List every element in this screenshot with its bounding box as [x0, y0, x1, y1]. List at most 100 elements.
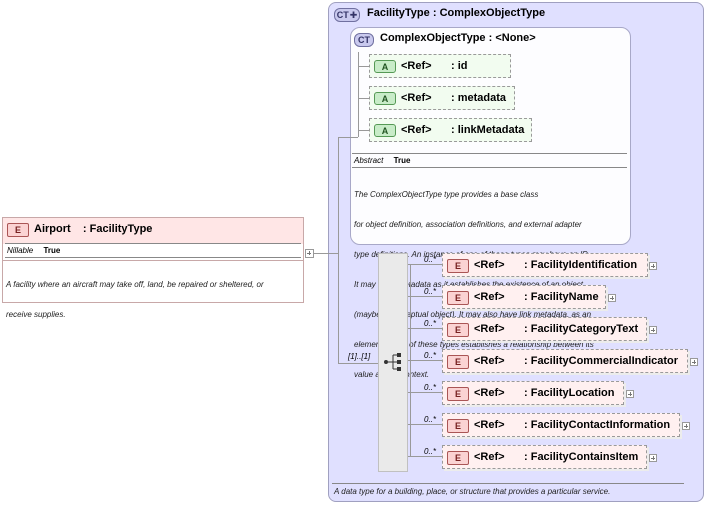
attribute-badge-icon: A [374, 124, 396, 137]
element-ref: <Ref> [474, 259, 505, 271]
attribute-connector [358, 66, 372, 67]
facility-type-name: FacilityType [367, 7, 430, 19]
connector-line [314, 253, 338, 254]
element-ref: <Ref> [474, 355, 505, 367]
element-ref: <Ref> [474, 387, 505, 399]
description-line: for object definition, association defin… [354, 220, 582, 229]
attribute-name: : linkMetadata [451, 124, 525, 136]
description-line: (maybe a conceptual object). It may also… [354, 310, 592, 319]
element-ref: <Ref> [474, 291, 505, 303]
sequence-connector [408, 424, 442, 425]
element-ref: <Ref> [474, 323, 505, 335]
element-multiplicity: 0..* [424, 287, 437, 296]
element-name: : FacilityLocation [524, 387, 615, 399]
element-badge-icon: E [447, 419, 469, 433]
element-multiplicity: 0..* [424, 415, 437, 424]
divider [332, 483, 684, 484]
element-multiplicity: 0..* [424, 447, 437, 456]
attr-badge-text: A [381, 125, 389, 136]
attribute-ref: <Ref> [401, 60, 432, 72]
attribute-link-metadata[interactable]: A <Ref> : linkMetadata [369, 118, 532, 142]
expand-toggle-icon[interactable] [649, 326, 657, 334]
expand-toggle-icon[interactable] [626, 390, 634, 398]
attribute-tree-line [358, 52, 359, 137]
element-facility-commercial-indicator[interactable]: E <Ref> : FacilityCommercialIndicator [442, 349, 688, 373]
element-name: : FacilityContainsItem [524, 451, 639, 463]
element-name: : FacilityIdentification [524, 259, 638, 271]
airport-description: A facility where an aircraft may take of… [6, 260, 264, 330]
airport-badge-text: E [14, 225, 21, 235]
expand-toggle-icon[interactable] [608, 294, 616, 302]
sequence-multiplicity: [1]..[1] [348, 352, 371, 361]
element-ref: <Ref> [474, 451, 505, 463]
attribute-name: : metadata [451, 92, 507, 104]
attribute-connector [358, 130, 372, 131]
abstract-label: Abstract [354, 156, 384, 165]
element-facility-location[interactable]: E <Ref> : FacilityLocation [442, 381, 624, 405]
attribute-ref: <Ref> [401, 92, 432, 104]
element-badge-icon: E [447, 451, 469, 465]
el-badge-text: E [454, 421, 461, 431]
element-badge-icon: E [447, 291, 469, 305]
nillable-value: True [43, 246, 61, 255]
connector-line [338, 137, 339, 363]
element-badge-icon: E [447, 259, 469, 273]
description-line: receive supplies. [6, 310, 66, 319]
el-badge-text: E [454, 389, 461, 399]
airport-sep: : [82, 223, 87, 235]
attribute-name: : id [451, 60, 468, 72]
ct-badge-text: CT [336, 10, 349, 20]
sequence-connector [408, 264, 442, 265]
expand-toggle-icon[interactable] [649, 262, 657, 270]
element-facility-category-text[interactable]: E <Ref> : FacilityCategoryText [442, 317, 647, 341]
airport-name: Airport [34, 223, 71, 235]
collapse-toggle-icon[interactable] [305, 249, 314, 258]
element-ref: <Ref> [474, 419, 505, 431]
complex-object-type-badge-icon: CT [354, 33, 374, 47]
connector-line [338, 363, 378, 364]
sequence-connector [408, 360, 442, 361]
element-badge-icon: E [447, 323, 469, 337]
element-multiplicity: 0..* [424, 255, 437, 264]
el-badge-text: E [454, 325, 461, 335]
cot-sep: : [488, 32, 493, 44]
expand-toggle-icon[interactable] [690, 358, 698, 366]
attribute-metadata[interactable]: A <Ref> : metadata [369, 86, 515, 110]
divider [352, 167, 627, 168]
divider [5, 243, 301, 244]
element-badge-icon: E [7, 223, 29, 237]
nillable-row: Nillable True [7, 246, 60, 255]
el-badge-text: E [454, 261, 461, 271]
facility-type-sep: : [432, 7, 437, 19]
element-facility-identification[interactable]: E <Ref> : FacilityIdentification [442, 253, 648, 277]
description-line: The ComplexObjectType type provides a ba… [354, 190, 539, 199]
element-facility-name[interactable]: E <Ref> : FacilityName [442, 285, 606, 309]
sequence-connector [408, 296, 442, 297]
facility-type-base: ComplexObjectType [439, 7, 546, 19]
abstract-row: Abstract True [354, 156, 410, 165]
attribute-badge-icon: A [374, 92, 396, 105]
sequence-connector [408, 456, 442, 457]
attribute-badge-icon: A [374, 60, 396, 73]
el-badge-text: E [454, 357, 461, 367]
sequence-connector [408, 392, 442, 393]
expand-toggle-icon[interactable] [682, 422, 690, 430]
element-multiplicity: 0..* [424, 351, 437, 360]
airport-title: Airport : FacilityType [34, 223, 152, 235]
complex-object-type-title: ComplexObjectType : <None> [380, 32, 536, 44]
sequence-icon [384, 353, 401, 371]
cot-name: ComplexObjectType [380, 32, 486, 44]
element-name: : FacilityContactInformation [524, 419, 671, 431]
element-badge-icon: E [447, 387, 469, 401]
airport-element[interactable]: E Airport : FacilityType Nillable True [2, 217, 304, 261]
element-name: : FacilityName [524, 291, 599, 303]
airport-header [3, 218, 303, 244]
attribute-ref: <Ref> [401, 124, 432, 136]
attribute-connector [358, 98, 372, 99]
element-facility-contact-information[interactable]: E <Ref> : FacilityContactInformation [442, 413, 680, 437]
element-multiplicity: 0..* [424, 319, 437, 328]
element-facility-contains-item[interactable]: E <Ref> : FacilityContainsItem [442, 445, 647, 469]
expand-toggle-icon[interactable] [649, 454, 657, 462]
attribute-id[interactable]: A <Ref> : id [369, 54, 511, 78]
element-badge-icon: E [447, 355, 469, 369]
